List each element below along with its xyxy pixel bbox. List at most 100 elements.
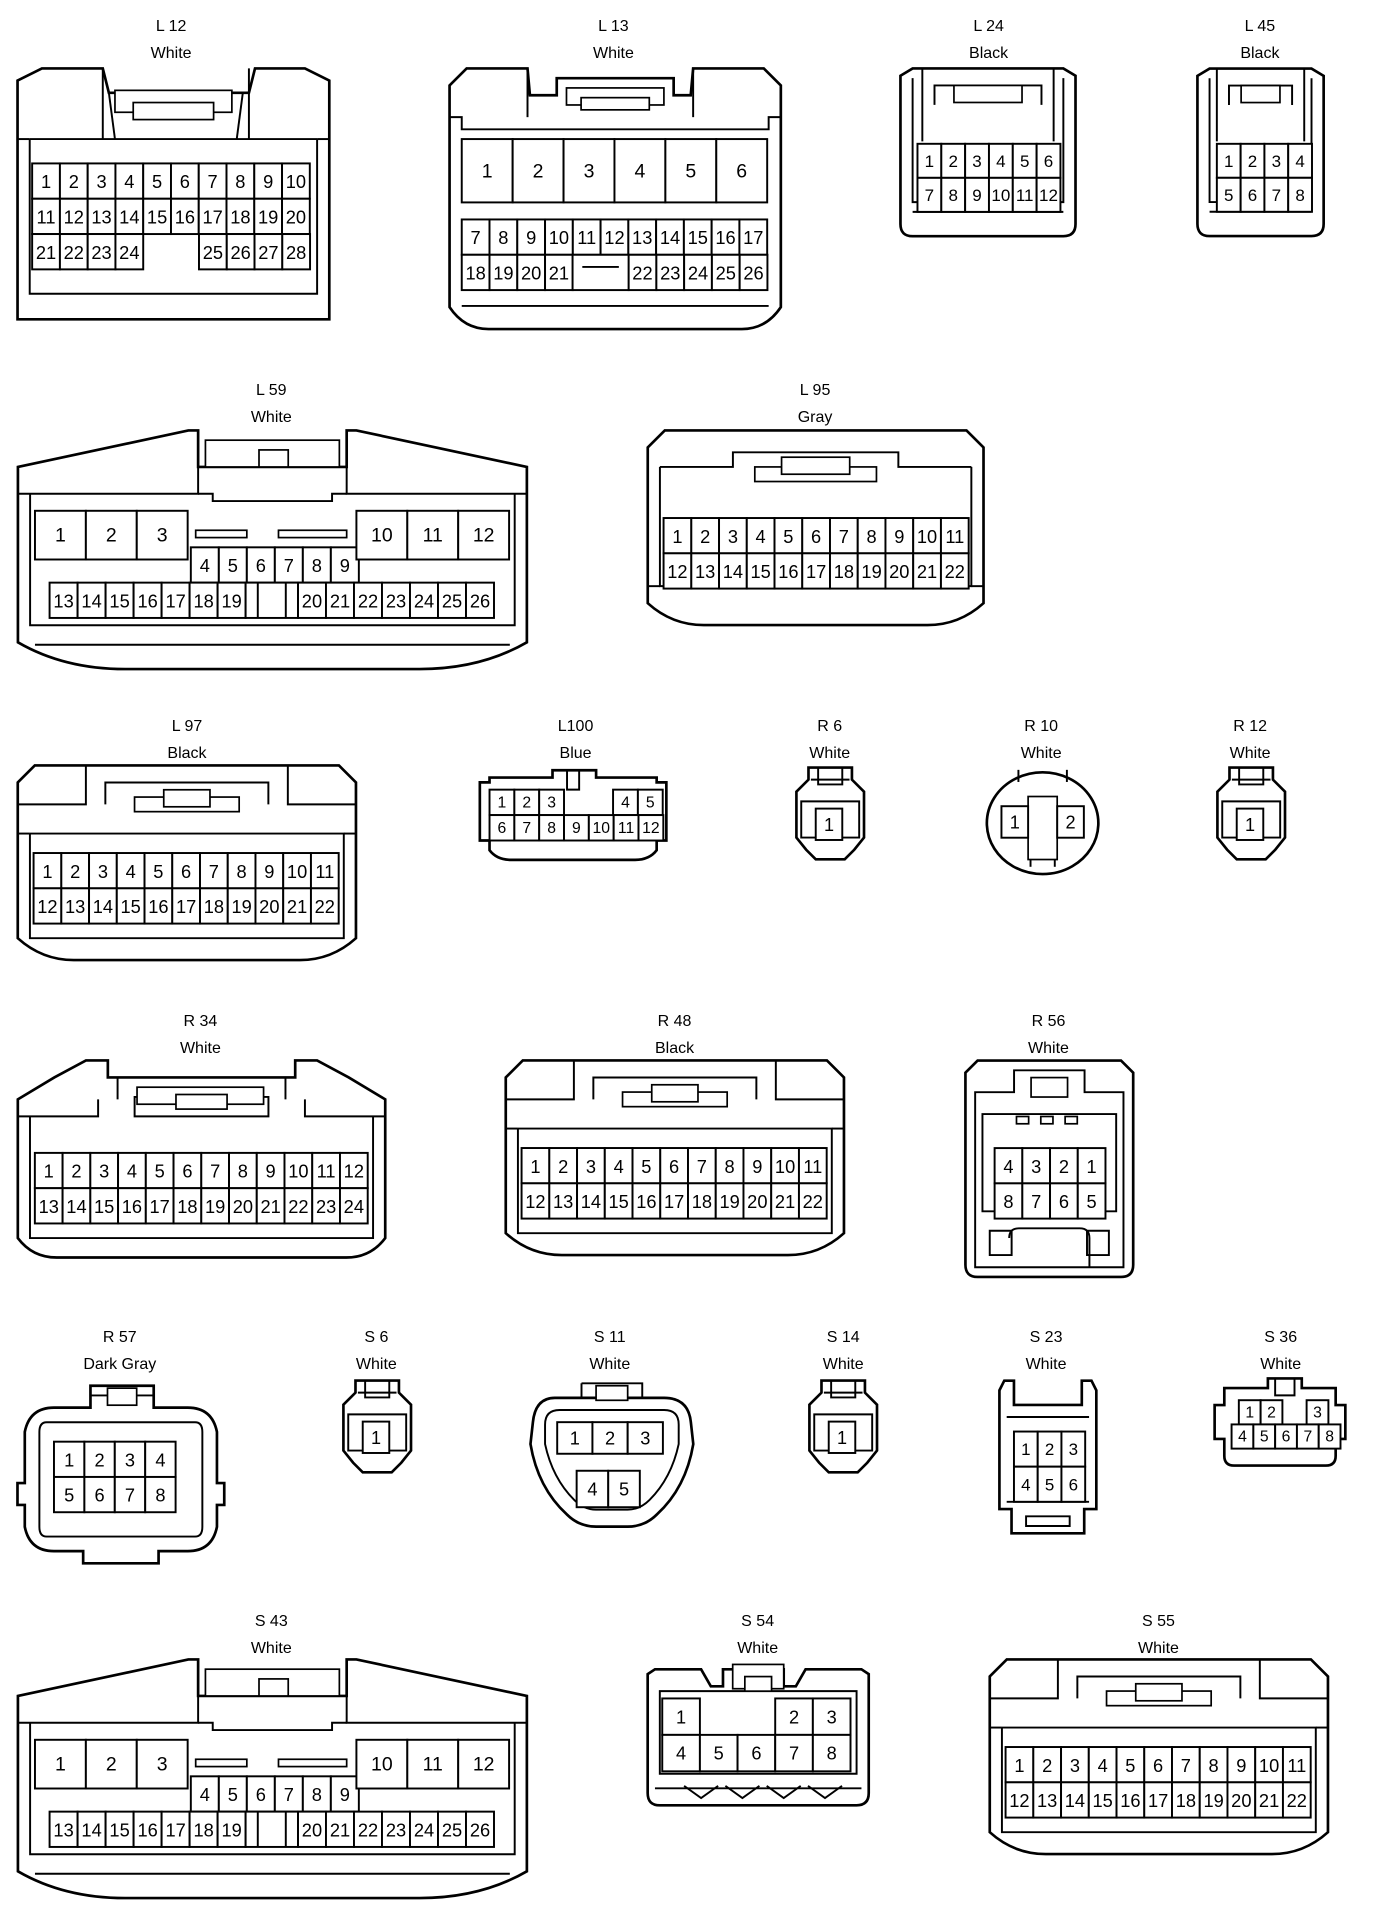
pin-cell: 17	[170, 886, 201, 925]
connector-color: White	[1025, 1356, 1067, 1374]
pin-number: 9	[526, 227, 536, 248]
pin-number: 13	[91, 206, 111, 227]
pin-cell: 3	[812, 1697, 852, 1736]
pin-cell: 1	[556, 1421, 594, 1455]
pin-cell: 26	[464, 1810, 495, 1848]
pin-number: 1	[676, 1707, 686, 1727]
pin-number: 5	[1045, 1476, 1054, 1495]
pin-cell: 5	[636, 788, 664, 816]
pin-number: 22	[357, 1819, 377, 1840]
pin-number: 14	[92, 896, 112, 917]
pin-number: 3	[1031, 1156, 1041, 1177]
pin-cell: 13	[33, 1187, 64, 1225]
pin-cell: 18	[188, 581, 219, 619]
pin-cell: 11	[1011, 176, 1038, 213]
pin-cell: 11	[798, 1147, 829, 1185]
pin-cell: 22	[58, 233, 89, 271]
pin-number: 19	[720, 1191, 740, 1212]
pin-cell: 21	[324, 1810, 355, 1848]
pin-cell: 19	[715, 1182, 745, 1220]
pin-number: 1	[1224, 152, 1233, 171]
pin-number: 21	[917, 561, 937, 582]
pin-number: 4	[125, 860, 135, 881]
pin-number: 6	[1069, 1476, 1078, 1495]
pin-number: 10	[917, 525, 937, 546]
pin-cell: 15	[604, 1182, 634, 1220]
pin-cell: 7	[774, 1733, 815, 1773]
housing-detail	[1001, 1726, 1318, 1834]
pin-cell: 5	[1011, 142, 1038, 179]
pin-cell: 17	[801, 552, 832, 590]
pin-number: 2	[1248, 152, 1257, 171]
pin-number: 22	[288, 1196, 308, 1217]
pin-cell: 8	[537, 813, 565, 842]
connector-color: White	[737, 1639, 779, 1657]
pin-cell: 3	[1263, 142, 1290, 179]
pin-number: 21	[260, 1196, 280, 1217]
pin-number: 9	[339, 555, 349, 576]
pin-number: 3	[586, 1156, 596, 1177]
pin-number: 3	[728, 525, 738, 546]
housing-detail	[286, 764, 356, 805]
pin-number: 14	[723, 561, 743, 582]
pin-cell: 7	[512, 813, 540, 842]
pin-number: 10	[288, 1161, 308, 1182]
pin-number: 8	[237, 1161, 247, 1182]
pin-cell: 3	[718, 516, 748, 554]
lock-tab	[1030, 1076, 1069, 1099]
pin-number: 22	[1287, 1790, 1307, 1811]
pin-number: 11	[804, 1156, 823, 1177]
pin-number: 1	[570, 1429, 580, 1449]
pin-number: 11	[36, 206, 55, 227]
pin-number: 4	[199, 555, 209, 576]
pin-cell: 17	[160, 581, 191, 619]
pin-cell: 4	[116, 1152, 147, 1190]
connector-code: R 6	[817, 718, 843, 736]
pin-cell: 7	[916, 176, 943, 213]
pin-number: 1	[925, 152, 934, 171]
lock-tab	[194, 1758, 248, 1768]
pin-cell: 3	[135, 1738, 189, 1790]
pin-cell: 22	[352, 581, 383, 619]
pin-number: 7	[283, 1784, 293, 1805]
pin-number: 4	[1238, 1429, 1247, 1446]
housing-detail	[449, 116, 782, 131]
pin-cell: 12	[521, 1182, 551, 1220]
housing-detail	[506, 1060, 576, 1101]
housing-detail	[565, 769, 580, 791]
pin-cell: 6	[83, 1475, 116, 1514]
pin-cell: 5	[699, 1733, 739, 1773]
housing-detail	[592, 1076, 758, 1100]
pin-cell: 20	[296, 1810, 327, 1848]
pin-cell: 8	[1287, 176, 1314, 213]
pin-cell: 10	[587, 813, 615, 842]
pin-cell: 20	[1226, 1781, 1257, 1819]
pin-number: 7	[522, 819, 531, 836]
pin-cell: 6	[1274, 1423, 1299, 1450]
pin-cell: 1	[52, 1440, 86, 1478]
connector-code: L 97	[171, 718, 203, 736]
pin-number: 1	[55, 1754, 66, 1776]
pin-number: 1	[673, 525, 683, 546]
pin-number: 10	[371, 524, 393, 546]
pin-number: 8	[867, 525, 877, 546]
pin-cell: 1	[827, 1421, 856, 1455]
pin-cell: 23	[310, 1187, 341, 1225]
pin-cell: 7	[1171, 1746, 1202, 1784]
pin-number: 3	[99, 1161, 109, 1182]
pin-cell: 11	[30, 197, 61, 235]
connector-face: 1	[807, 1379, 878, 1475]
pin-cell: 3	[89, 1152, 119, 1190]
pin-number: 1	[55, 524, 66, 546]
pin-number: 6	[737, 160, 748, 182]
